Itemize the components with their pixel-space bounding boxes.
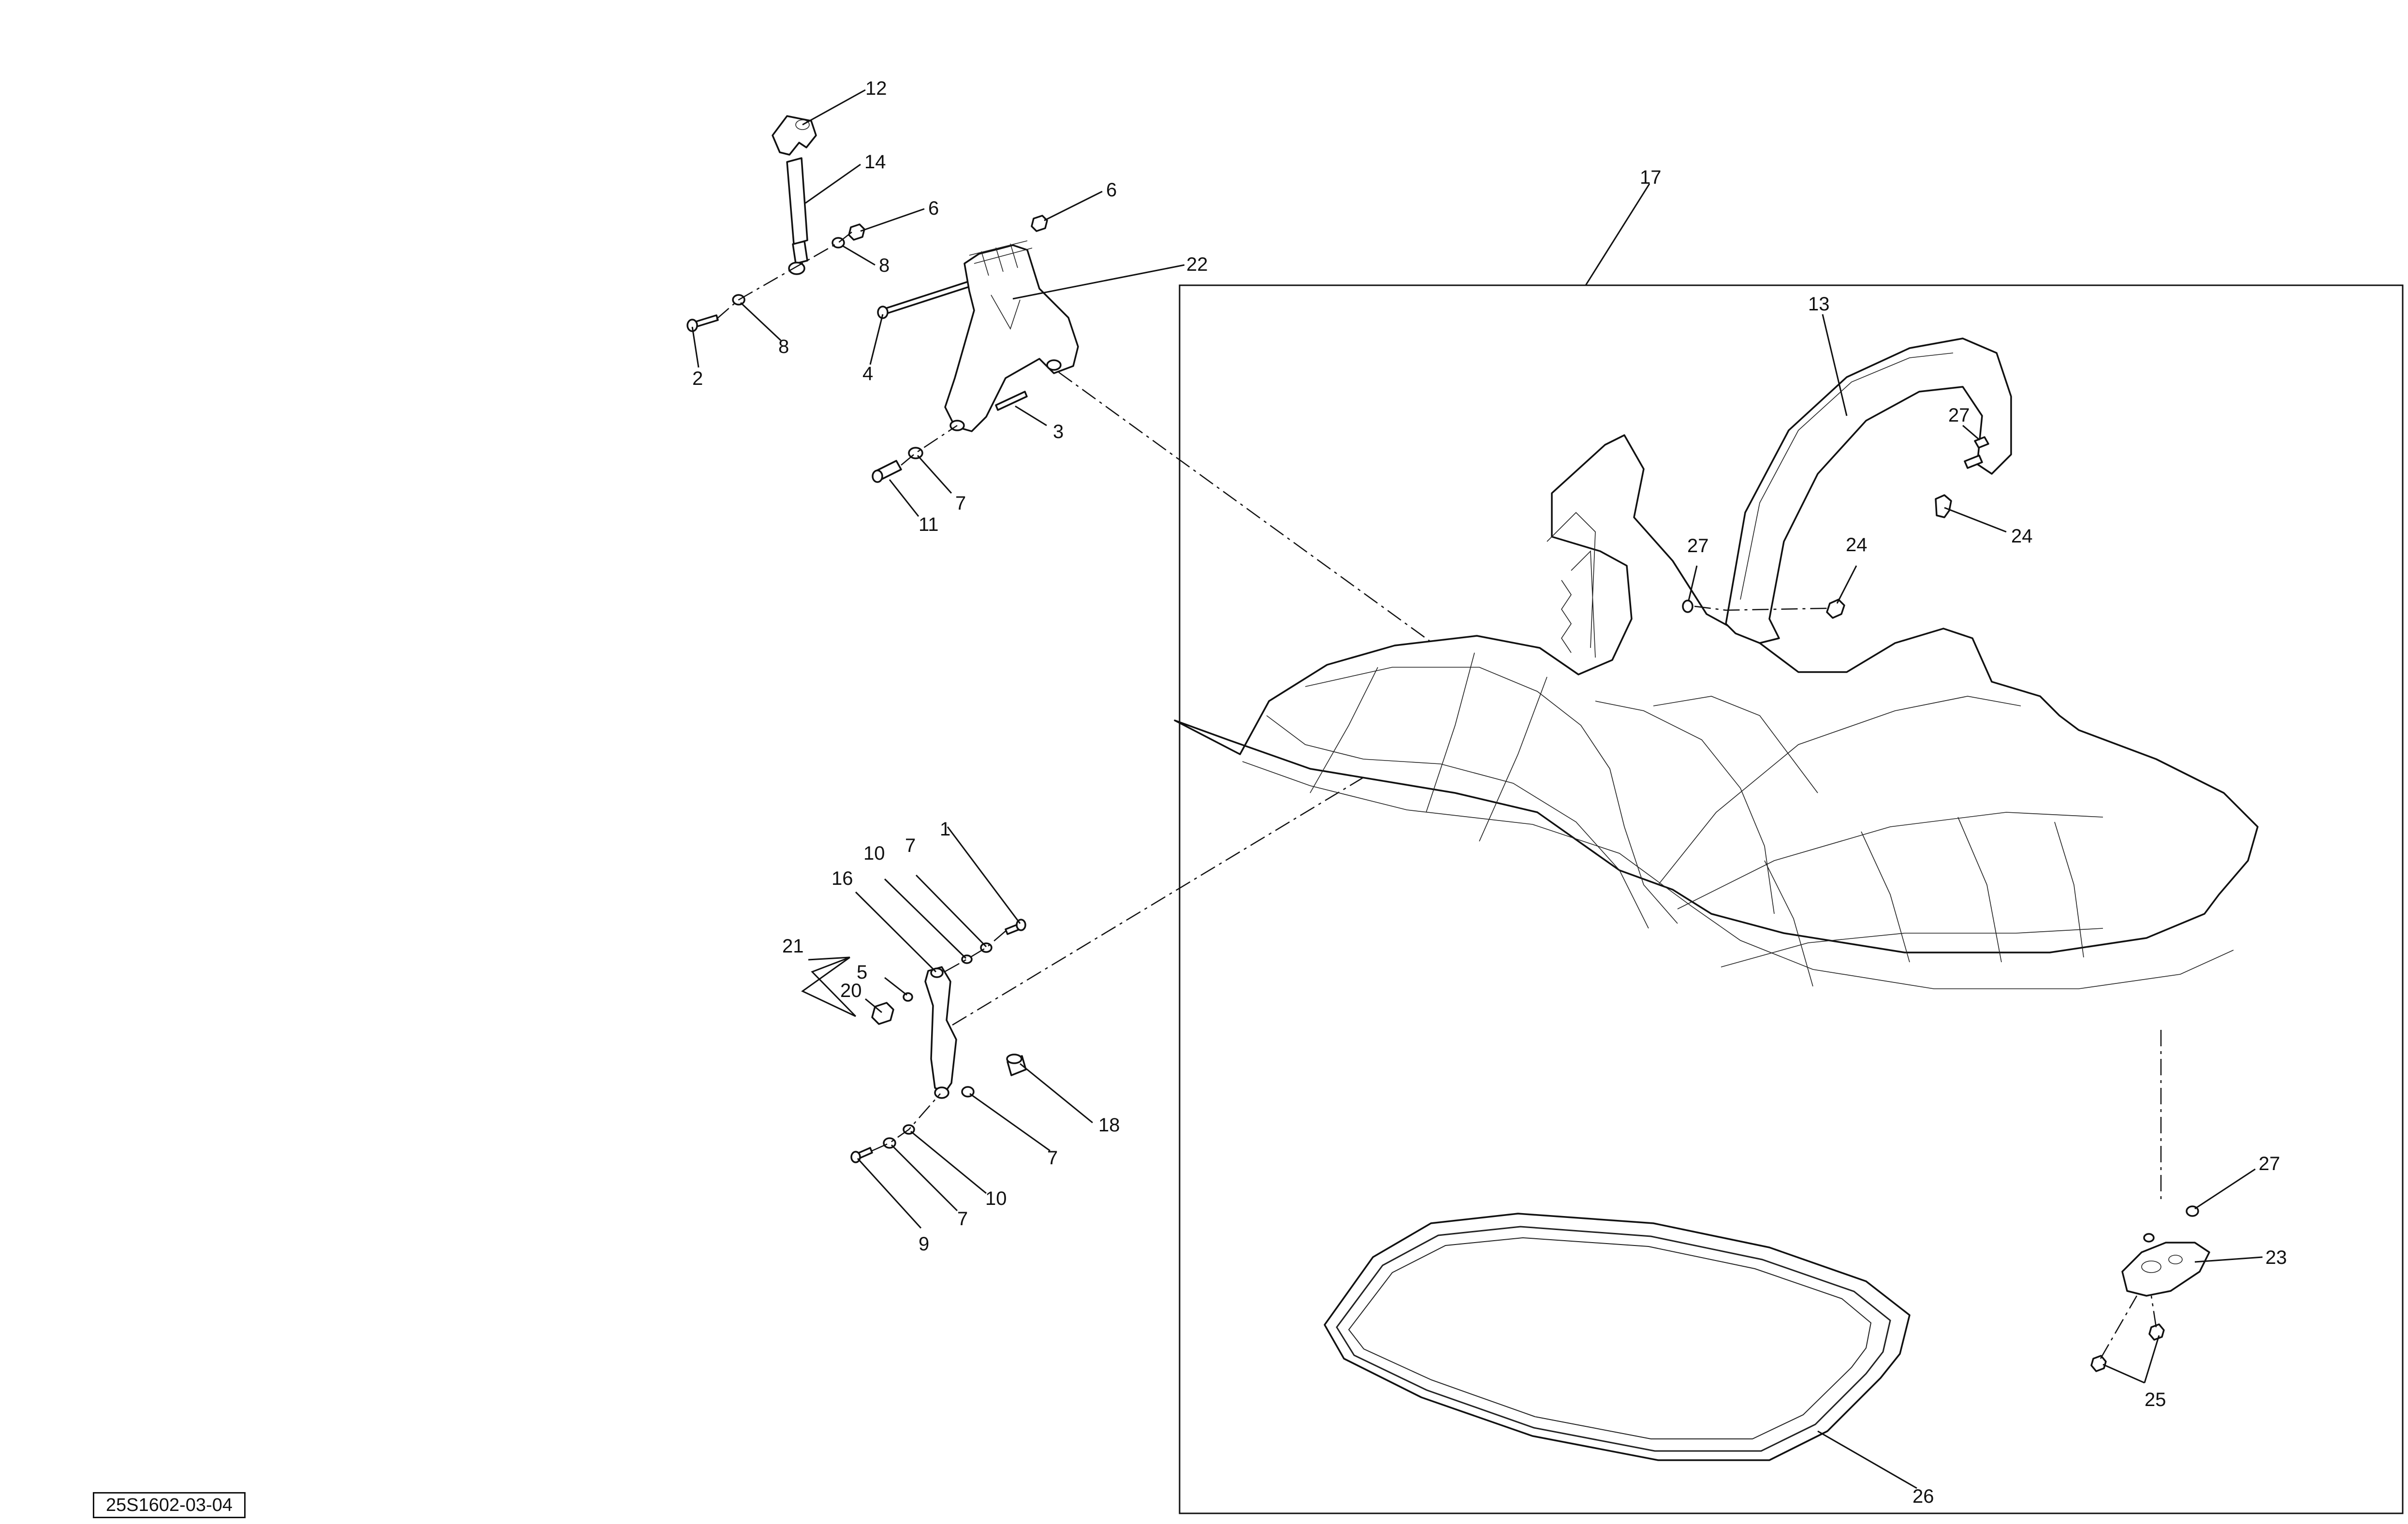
callout-24-a: 24 xyxy=(1846,534,1868,556)
callout-7-a: 7 xyxy=(955,493,966,514)
part-25-screw-a xyxy=(2090,1355,2107,1372)
callout-13: 13 xyxy=(1808,293,1830,315)
callout-23: 23 xyxy=(2265,1247,2287,1268)
callout-8-b: 8 xyxy=(879,255,890,276)
leader-lines xyxy=(691,89,2263,1489)
callout-4: 4 xyxy=(862,363,873,384)
latch-linkage-group xyxy=(850,753,1402,1163)
callout-2: 2 xyxy=(692,368,703,389)
part-24-screw-b xyxy=(1935,494,1952,518)
callout-6-b: 6 xyxy=(1106,179,1117,201)
callout-18: 18 xyxy=(1098,1114,1120,1136)
part-20-nut xyxy=(871,1002,894,1025)
callout-10-a: 10 xyxy=(863,843,885,864)
callout-27-b: 27 xyxy=(1948,405,1970,426)
part-17-seat xyxy=(1174,434,2259,989)
callout-27-c: 27 xyxy=(2259,1153,2280,1174)
callout-9: 9 xyxy=(919,1233,929,1255)
callout-10-b: 10 xyxy=(985,1188,1007,1209)
part-6-nut-b xyxy=(1031,215,1048,232)
callout-22: 22 xyxy=(1186,254,1208,275)
part-12-clamp xyxy=(772,115,817,156)
strut-hinge-group xyxy=(686,115,1480,678)
part-3-pin xyxy=(995,391,1028,411)
part-26-seat-seal xyxy=(1324,1213,1911,1461)
part-27-clip-b xyxy=(1974,436,1989,449)
callout-8-a: 8 xyxy=(778,336,789,357)
part-14-gas-strut xyxy=(786,157,808,245)
callout-14: 14 xyxy=(864,151,886,173)
callout-6-a: 6 xyxy=(928,198,939,219)
callout-25: 25 xyxy=(2145,1389,2166,1410)
callout-26: 26 xyxy=(1912,1486,1934,1507)
part-13-grab-handle xyxy=(1725,337,2012,644)
part-25-screw-b xyxy=(2148,1323,2165,1341)
callout-21: 21 xyxy=(782,936,804,957)
part-16-latch-arm xyxy=(924,966,957,1094)
callout-24-b: 24 xyxy=(2011,526,2033,547)
callout-17: 17 xyxy=(1640,167,1662,188)
callout-labels: 12 14 6 6 8 8 2 4 22 3 7 11 17 13 27 24 … xyxy=(692,78,2287,1507)
part-5-washer xyxy=(903,992,913,1002)
callout-3: 3 xyxy=(1053,421,1064,442)
part-24-screw-a xyxy=(1826,599,1845,619)
callout-27-a: 27 xyxy=(1687,535,1709,557)
part-23-latch xyxy=(2121,1242,2210,1297)
callout-7-d: 7 xyxy=(957,1208,968,1230)
callout-7-b: 7 xyxy=(905,835,916,856)
diagram-code: 25S1602-03-04 xyxy=(93,1492,246,1518)
callout-5: 5 xyxy=(857,962,867,983)
callout-20: 20 xyxy=(840,980,862,1001)
callout-11: 11 xyxy=(919,514,939,535)
seat-assembly-box xyxy=(1179,284,2404,1514)
callout-12: 12 xyxy=(865,78,887,99)
callout-7-c: 7 xyxy=(1047,1147,1058,1169)
callout-16: 16 xyxy=(832,868,853,889)
callout-1: 1 xyxy=(940,819,950,840)
part-27-clip-a xyxy=(1682,600,1693,613)
